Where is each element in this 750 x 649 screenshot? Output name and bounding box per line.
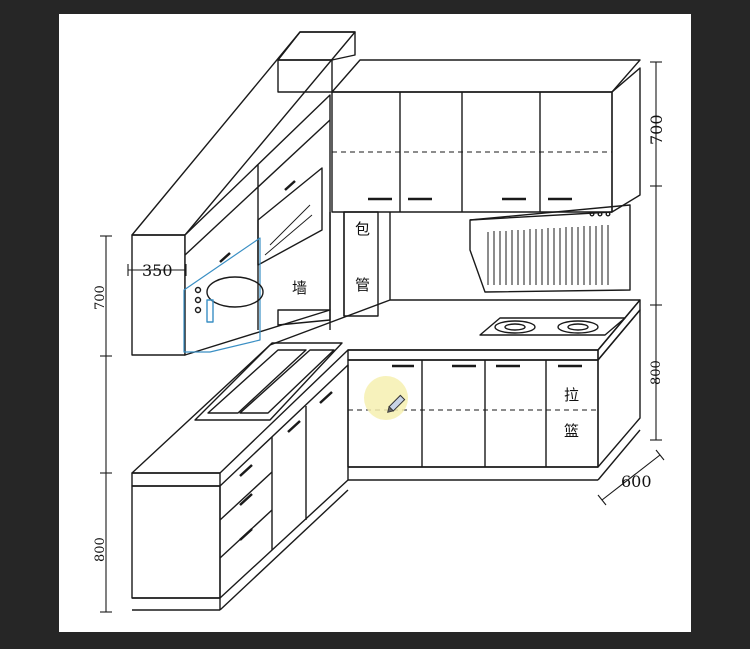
left-range-hood [183,237,264,353]
sink [194,342,343,421]
dim-wall-cabinet-height-right: 700 [647,114,666,145]
dim-base-cabinet-height-left: 800 [93,537,108,562]
pencil-cursor-icon [364,376,408,420]
label-pipe-bottom: 管 [355,276,370,294]
dimension-lines [100,61,665,613]
drawing-paper [59,14,691,632]
left-base-cabinets [131,364,349,611]
label-basket-top: 拉 [564,386,579,404]
left-wall-cabinets [131,31,356,356]
soffit-box [277,31,356,93]
dim-base-cabinet-depth: 600 [621,472,652,491]
label-wall: 墙 [292,279,307,297]
cooktop [479,317,626,336]
back-wall-cabinets [331,59,641,213]
main-range-hood [469,204,631,293]
label-pipe-top: 包 [355,220,370,238]
back-base-cabinets [347,309,641,481]
label-basket-bottom: 篮 [564,422,579,440]
dim-wall-cabinet-depth: 350 [142,261,173,280]
wall-and-pipe-columns [277,211,391,330]
dim-base-cabinet-height-right: 800 [649,360,664,385]
dim-wall-cabinet-height-left: 700 [93,285,108,310]
